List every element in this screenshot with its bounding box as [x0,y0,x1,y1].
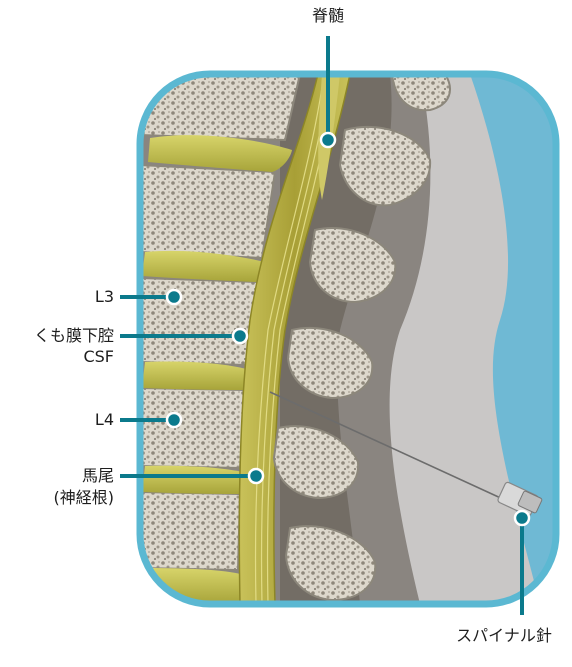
marker-spinal-cord [321,133,335,147]
label-spinal-cord: 脊髄 [300,6,356,26]
vertebra-l3 [140,278,258,365]
label-csf: CSF [4,347,114,367]
label-spinal-needle: スパイナル針 [442,626,566,646]
label-l3: L3 [40,287,114,307]
marker-subarachnoid [233,329,247,343]
marker-needle [515,511,529,525]
marker-l4 [167,413,181,427]
marker-cauda [249,469,263,483]
label-cauda-equina: 馬尾 [4,466,114,486]
vertebra-l4 [140,388,245,468]
label-l4: L4 [40,410,114,430]
label-subarachnoid: くも膜下腔 [4,326,114,346]
marker-l3 [167,290,181,304]
label-nerve-roots: (神経根) [4,488,114,508]
